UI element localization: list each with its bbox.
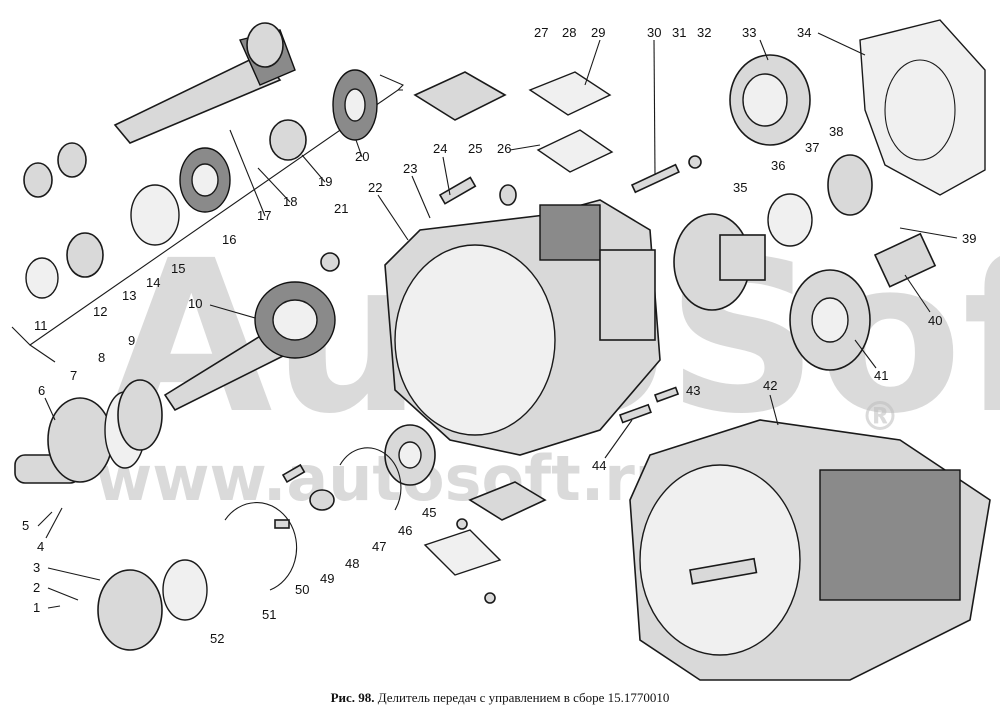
label-6: 6	[38, 383, 45, 398]
label-14: 14	[146, 275, 160, 290]
label-33: 33	[742, 25, 756, 40]
label-28: 28	[562, 25, 576, 40]
label-50: 50	[295, 582, 309, 597]
label-8: 8	[98, 350, 105, 365]
label-3: 3	[33, 560, 40, 575]
flange-part	[14, 379, 298, 651]
figure-number: Рис. 98.	[330, 690, 375, 705]
label-29: 29	[591, 25, 605, 40]
label-7: 7	[70, 368, 77, 383]
input-shaft-part	[113, 22, 296, 144]
label-31: 31	[672, 25, 686, 40]
label-2: 2	[33, 580, 40, 595]
label-21: 21	[334, 201, 348, 216]
label-16: 16	[222, 232, 236, 247]
leader-lines	[37, 32, 958, 609]
gasket-part	[859, 19, 986, 196]
bolt-parts	[320, 155, 702, 272]
label-30: 30	[647, 25, 661, 40]
label-35: 35	[733, 180, 747, 195]
label-1: 1	[33, 600, 40, 615]
label-4: 4	[37, 539, 44, 554]
label-48: 48	[345, 556, 359, 571]
right-gear-parts	[673, 54, 937, 371]
label-9: 9	[128, 333, 135, 348]
group-bracket-lines	[11, 74, 404, 363]
label-23: 23	[403, 161, 417, 176]
figure-title: Делитель передач с управлением в сборе 1…	[377, 690, 670, 705]
left-small-parts	[23, 69, 378, 299]
label-5: 5	[22, 518, 29, 533]
label-39: 39	[962, 231, 976, 246]
main-shaft-part	[163, 281, 336, 412]
label-49: 49	[320, 571, 334, 586]
label-36: 36	[771, 158, 785, 173]
label-25: 25	[468, 141, 482, 156]
label-46: 46	[398, 523, 412, 538]
top-cover-parts	[413, 71, 614, 206]
label-32: 32	[697, 25, 711, 40]
label-44: 44	[592, 458, 606, 473]
label-34: 34	[797, 25, 811, 40]
label-27: 27	[534, 25, 548, 40]
figure-caption: Рис. 98. Делитель передач с управлением …	[0, 690, 1000, 706]
label-45: 45	[422, 505, 436, 520]
label-42: 42	[763, 378, 777, 393]
label-43: 43	[686, 383, 700, 398]
label-12: 12	[93, 304, 107, 319]
label-47: 47	[372, 539, 386, 554]
label-41: 41	[874, 368, 888, 383]
label-10: 10	[188, 296, 202, 311]
label-38: 38	[829, 124, 843, 139]
label-24: 24	[433, 141, 447, 156]
lower-middle-parts	[274, 386, 680, 604]
label-13: 13	[122, 288, 136, 303]
label-52: 52	[210, 631, 224, 646]
assembled-unit-part	[629, 419, 991, 681]
label-51: 51	[262, 607, 276, 622]
label-26: 26	[497, 141, 511, 156]
divider-housing-part	[384, 199, 661, 456]
label-15: 15	[171, 261, 185, 276]
label-11: 11	[34, 318, 48, 333]
label-22: 22	[368, 180, 382, 195]
label-40: 40	[928, 313, 942, 328]
watermark-registered: ®	[860, 394, 900, 440]
part-labels: 1 2 3 4 5 6 7 8 9 10 11 12 13 14 15 16 1…	[22, 25, 976, 646]
label-37: 37	[805, 140, 819, 155]
